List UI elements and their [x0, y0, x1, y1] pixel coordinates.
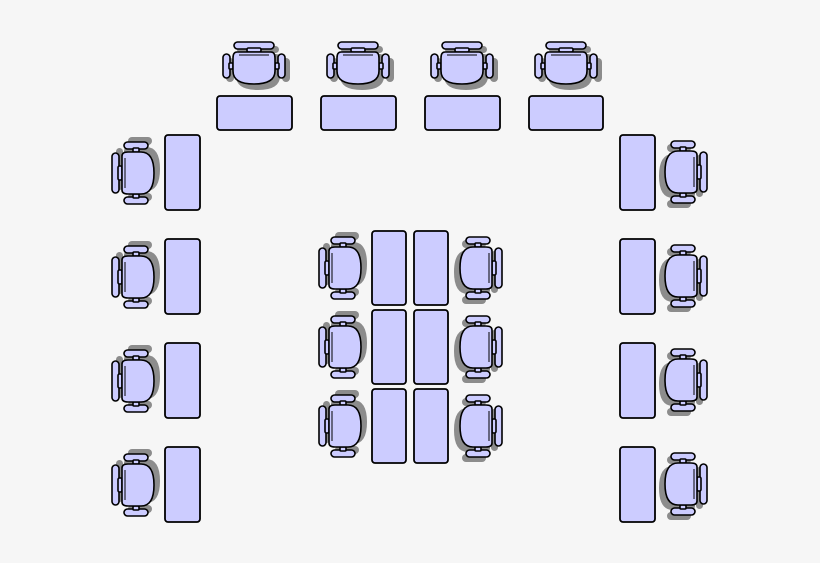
office-chair-icon: [326, 41, 394, 90]
desk: [619, 342, 656, 419]
office-chair-icon: [659, 244, 708, 312]
furniture-layer: [111, 41, 708, 523]
desk: [528, 95, 604, 131]
office-chair-icon: [318, 232, 367, 300]
office-chair-icon: [318, 311, 367, 379]
desk: [164, 446, 201, 523]
office-chair-icon: [454, 236, 503, 304]
office-chair-icon: [430, 41, 498, 90]
desk: [619, 134, 656, 211]
office-chair-icon: [659, 452, 708, 520]
desk: [371, 309, 407, 385]
office-chair-icon: [534, 41, 602, 90]
desk: [164, 238, 201, 315]
office-chair-icon: [659, 348, 708, 416]
office-chair-icon: [111, 137, 160, 205]
desk: [424, 95, 501, 131]
office-chair-icon: [454, 315, 503, 383]
office-chair-icon: [318, 390, 367, 458]
office-chair-icon: [111, 241, 160, 309]
desk: [413, 309, 449, 385]
desk: [371, 388, 407, 464]
office-chair-icon: [111, 345, 160, 413]
right-column-group: [619, 134, 708, 523]
desk: [619, 446, 656, 523]
office-chair-icon: [111, 449, 160, 517]
desk: [164, 342, 201, 419]
desk: [164, 134, 201, 211]
office-chair-icon: [222, 41, 290, 90]
desk: [320, 95, 397, 131]
office-chair-icon: [659, 140, 708, 208]
desk: [619, 238, 656, 315]
office-chair-icon: [454, 394, 503, 462]
desk: [413, 230, 449, 306]
top-row-group: [216, 41, 604, 131]
desk: [413, 388, 449, 464]
center-cluster-group: [318, 230, 503, 464]
left-column-group: [111, 134, 201, 523]
desk: [216, 95, 293, 131]
desk: [371, 230, 407, 306]
